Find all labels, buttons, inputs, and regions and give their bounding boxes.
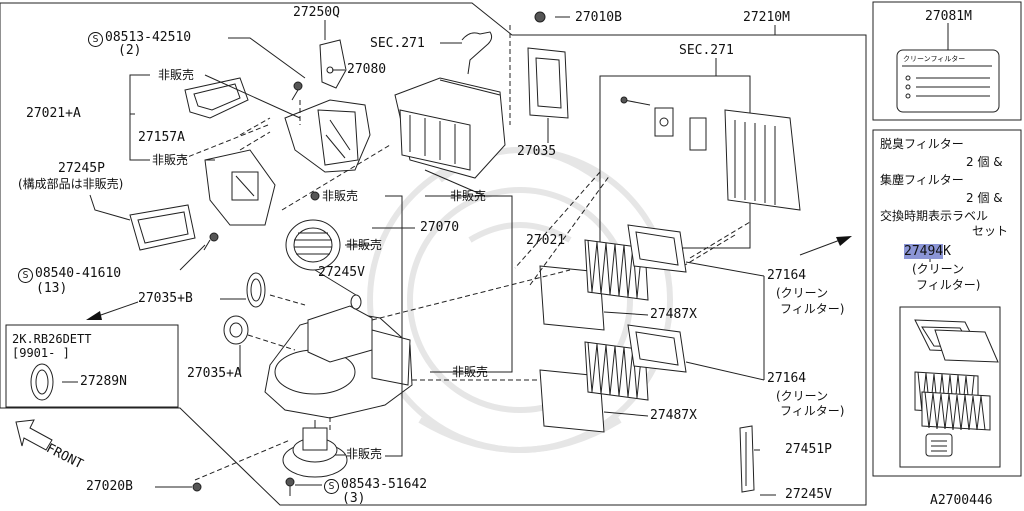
label-27021a: 27021+A bbox=[26, 106, 81, 121]
label-27081m: 27081M bbox=[925, 9, 972, 24]
kit-line-2: 2 個 & bbox=[966, 155, 1003, 169]
assembly-lines bbox=[179, 25, 751, 481]
label-27164-a-note2: フィルター) bbox=[780, 302, 845, 316]
highlighted-part-number[interactable]: 27494 bbox=[904, 244, 944, 259]
intake-door bbox=[184, 77, 249, 119]
kit-line-1: 脱臭フィルター bbox=[880, 137, 964, 151]
circle-s-icon: S bbox=[88, 32, 103, 47]
kit-filter-frames bbox=[914, 319, 999, 363]
nonsale-label-5: 非販売 bbox=[346, 238, 383, 252]
filter-element-upper bbox=[539, 224, 687, 331]
kit-line-4: 2 個 & bbox=[966, 191, 1003, 205]
watermark-emblem bbox=[367, 147, 673, 453]
label-27164-b-note2: フィルター) bbox=[780, 404, 845, 418]
kit-contents-frame bbox=[899, 306, 1001, 468]
main-outline bbox=[0, 2, 867, 506]
nonsale-label-3: 非販売 bbox=[322, 189, 359, 203]
label-27080: 27080 bbox=[347, 62, 387, 77]
kit-line-3: 集塵フィルター bbox=[880, 173, 964, 187]
kit-note-2: フィルター) bbox=[916, 278, 981, 292]
nonsale-label-4: 非販売 bbox=[450, 189, 487, 203]
kit-filter-pleats bbox=[914, 371, 991, 431]
rod-27451p bbox=[739, 425, 755, 493]
screw-27010b bbox=[534, 11, 546, 23]
label-27157a: 27157A bbox=[138, 130, 185, 145]
nut-27020b bbox=[192, 482, 202, 492]
circle-s-icon: S bbox=[18, 268, 33, 283]
label-27289n: 27289N bbox=[80, 374, 127, 389]
label-27035: 27035 bbox=[517, 144, 557, 159]
nonsale-label-2: 非販売 bbox=[152, 153, 189, 167]
label-27035b: 27035+B bbox=[138, 291, 193, 306]
clip-sec271 bbox=[461, 31, 493, 75]
sticker-text: クリーンフィルター bbox=[903, 55, 966, 63]
screw-lower bbox=[285, 477, 295, 496]
kit-part-number[interactable]: 27494K bbox=[904, 244, 951, 259]
bolt-08540-qty: (13) bbox=[36, 281, 68, 296]
evaporator-assembly bbox=[599, 75, 801, 249]
engine-note-line1: 2K.RB26DETT bbox=[12, 332, 92, 346]
label-27164-b: 27164 bbox=[767, 371, 807, 386]
nonsale-label-1: 非販売 bbox=[158, 68, 195, 82]
small-filter bbox=[129, 204, 196, 251]
screw-middle bbox=[203, 232, 219, 251]
label-part-box bbox=[872, 1, 1022, 121]
arrow-left bbox=[86, 301, 139, 320]
label-27487x-a: 27487X bbox=[650, 307, 697, 322]
leader-lines bbox=[62, 16, 949, 496]
diagram-id: A2700446 bbox=[930, 493, 993, 508]
nonsale-label-7: 非販売 bbox=[346, 447, 383, 461]
filter-element-lower bbox=[539, 324, 687, 433]
label-27250q: 27250Q bbox=[293, 5, 340, 20]
bolt-08543-qty: (3) bbox=[342, 491, 366, 506]
arrow-right bbox=[799, 236, 852, 256]
bracket-27080 bbox=[319, 39, 347, 89]
label-sec271-b: SEC.271 bbox=[679, 43, 734, 58]
label-27210m: 27210M bbox=[743, 10, 790, 25]
kit-label-sticker bbox=[925, 433, 953, 457]
blower-fan bbox=[285, 219, 341, 271]
heater-housing bbox=[394, 77, 506, 179]
label-27245v-a: 27245V bbox=[318, 265, 365, 280]
kit-box bbox=[872, 129, 1022, 477]
filter-frame-27035 bbox=[527, 47, 569, 119]
kit-line-5: 交換時期表示ラベル bbox=[880, 209, 989, 223]
label-27035a: 27035+A bbox=[187, 366, 242, 381]
label-27451p: 27451P bbox=[785, 442, 832, 457]
engine-note-box bbox=[5, 324, 179, 408]
circle-s-icon: S bbox=[324, 479, 339, 494]
label-27487x-b: 27487X bbox=[650, 408, 697, 423]
blower-upper-case bbox=[284, 99, 371, 173]
label-27021: 27021 bbox=[526, 233, 566, 248]
nonsale-label-6: 非販売 bbox=[452, 365, 489, 379]
blower-motor bbox=[282, 420, 348, 478]
label-27010b: 27010B bbox=[575, 10, 622, 25]
label-27245p-note: (構成部品は非販売) bbox=[18, 177, 124, 191]
grommet-27245v bbox=[350, 294, 362, 310]
screw-upper bbox=[291, 81, 303, 101]
label-sec271-a: SEC.271 bbox=[370, 36, 425, 51]
engine-note-line2: [9901- ] bbox=[12, 346, 70, 360]
label-27070: 27070 bbox=[420, 220, 460, 235]
blower-lower-case bbox=[264, 305, 413, 419]
label-27245p: 27245P bbox=[58, 161, 105, 176]
front-arrow-icon bbox=[15, 419, 53, 451]
kit-line-6: セット bbox=[972, 224, 1009, 238]
label-27164-a: 27164 bbox=[767, 268, 807, 283]
motor-mount bbox=[204, 149, 276, 226]
label-27164-a-note1: (クリーン bbox=[776, 286, 829, 300]
label-27245v-b: 27245V bbox=[785, 487, 832, 502]
kit-note-1: (クリーン bbox=[912, 262, 965, 276]
label-27164-b-note1: (クリーン bbox=[776, 389, 829, 403]
bolt-08513-qty: (2) bbox=[118, 43, 142, 58]
clip-nonsale bbox=[310, 191, 320, 201]
label-27020b: 27020B bbox=[86, 479, 133, 494]
